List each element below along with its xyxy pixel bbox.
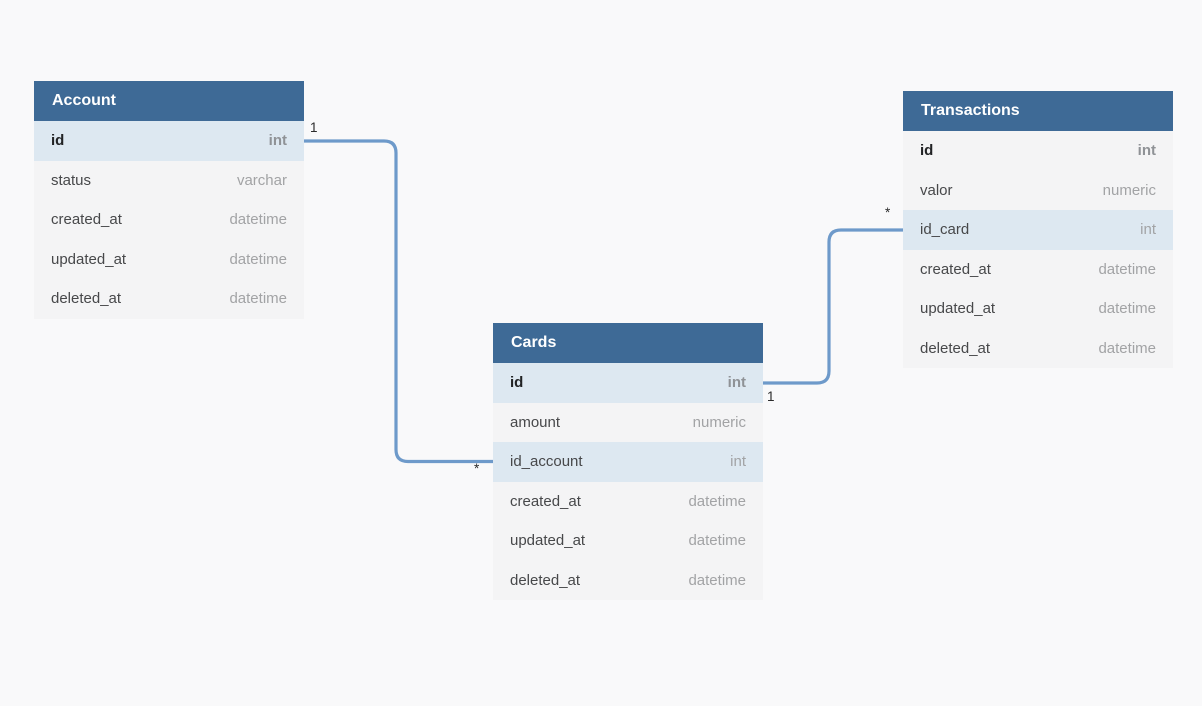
field-type: numeric — [692, 413, 746, 431]
table-header[interactable]: Account — [34, 81, 304, 121]
table-row[interactable]: deleted_at datetime — [493, 560, 763, 600]
field-type: int — [1137, 142, 1156, 160]
field-name: created_at — [920, 260, 991, 278]
field-name: deleted_at — [510, 571, 581, 589]
table-row[interactable]: updated_at datetime — [903, 289, 1173, 329]
cardinality-label: * — [885, 205, 891, 220]
table-row[interactable]: id_card int — [903, 210, 1173, 250]
cardinality-label: * — [474, 461, 480, 476]
field-type: datetime — [688, 571, 746, 589]
table-row[interactable]: id_account int — [493, 442, 763, 482]
field-name: id_card — [920, 221, 970, 239]
field-type: datetime — [688, 532, 746, 550]
field-type: datetime — [688, 492, 746, 510]
field-type: datetime — [229, 211, 287, 229]
field-type: datetime — [1098, 339, 1156, 357]
cardinality-label: 1 — [310, 120, 318, 135]
cardinality-label: 1 — [767, 389, 775, 404]
field-type: int — [727, 374, 746, 392]
table-row[interactable]: id int — [34, 121, 304, 161]
table-title: Account — [52, 92, 116, 109]
field-type: datetime — [229, 250, 287, 268]
field-name: updated_at — [510, 532, 586, 550]
field-type: int — [730, 453, 746, 471]
field-type: datetime — [1098, 260, 1156, 278]
table-row[interactable]: created_at datetime — [34, 200, 304, 240]
table-row[interactable]: updated_at datetime — [493, 521, 763, 561]
table-row[interactable]: valor numeric — [903, 170, 1173, 210]
table-row[interactable]: id int — [903, 131, 1173, 171]
field-name: amount — [510, 413, 561, 431]
table-account[interactable]: Account id int status varchar created_at… — [34, 81, 304, 319]
table-row[interactable]: created_at datetime — [493, 481, 763, 521]
field-name: updated_at — [920, 300, 996, 318]
relationship-line-account-cards — [302, 139, 495, 464]
field-name: id — [920, 142, 934, 160]
table-header[interactable]: Cards — [493, 323, 763, 363]
field-name: id_account — [510, 453, 583, 471]
field-type: int — [1140, 221, 1156, 239]
table-row[interactable]: updated_at datetime — [34, 239, 304, 279]
table-row[interactable]: status varchar — [34, 160, 304, 200]
table-row[interactable]: id int — [493, 363, 763, 403]
field-name: id — [51, 132, 65, 150]
relationship-line-cards-transactions — [761, 228, 905, 385]
table-transactions[interactable]: Transactions id int valor numeric id_car… — [903, 91, 1173, 368]
field-name: valor — [920, 181, 953, 199]
field-type: datetime — [1098, 300, 1156, 318]
table-title: Cards — [511, 334, 557, 351]
table-cards[interactable]: Cards id int amount numeric id_account i… — [493, 323, 763, 600]
field-name: id — [510, 374, 524, 392]
field-name: status — [51, 171, 92, 189]
field-name: deleted_at — [920, 339, 991, 357]
table-title: Transactions — [921, 102, 1020, 119]
field-name: created_at — [51, 211, 122, 229]
field-type: numeric — [1102, 181, 1156, 199]
table-row[interactable]: created_at datetime — [903, 249, 1173, 289]
table-row[interactable]: amount numeric — [493, 402, 763, 442]
field-name: updated_at — [51, 250, 127, 268]
table-row[interactable]: deleted_at datetime — [903, 328, 1173, 368]
field-type: datetime — [229, 290, 287, 308]
field-name: deleted_at — [51, 290, 122, 308]
table-header[interactable]: Transactions — [903, 91, 1173, 131]
table-row[interactable]: deleted_at datetime — [34, 279, 304, 319]
field-type: int — [268, 132, 287, 150]
field-name: created_at — [510, 492, 581, 510]
field-type: varchar — [236, 171, 287, 189]
